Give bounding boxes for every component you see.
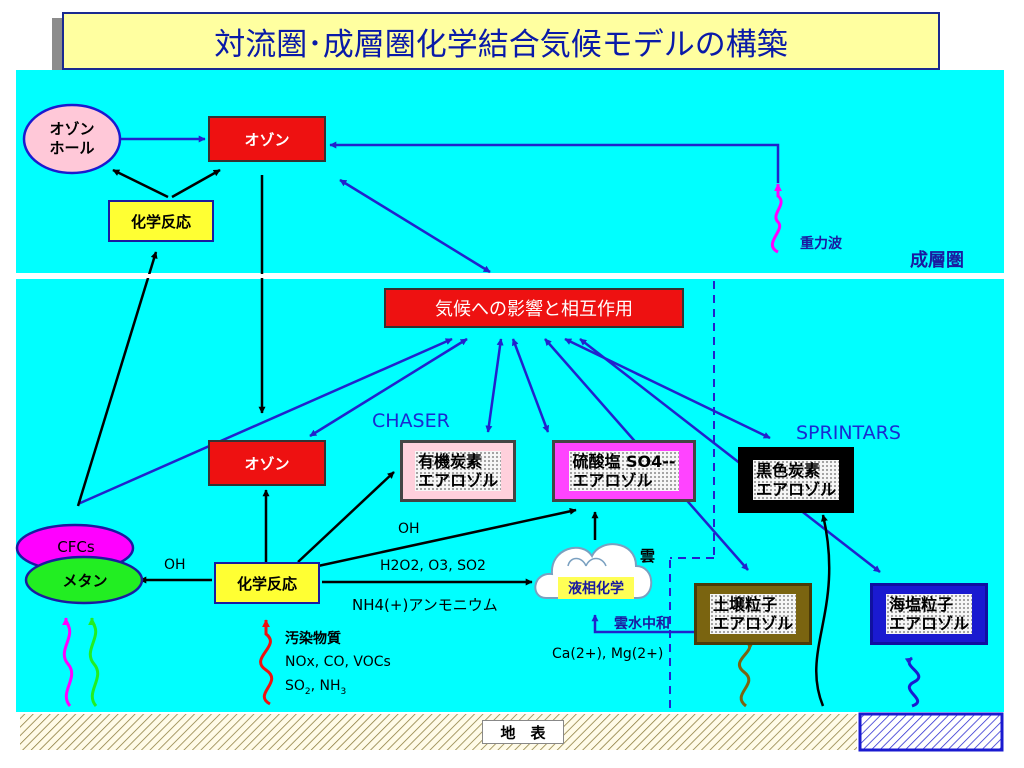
ozone-hole-shape: [22, 103, 122, 175]
ammonium-label: NH4(+)アンモニウム: [352, 596, 498, 614]
ground-label: 地 表: [482, 720, 564, 744]
gravity-wave-arrow: [770, 183, 783, 254]
black-arrows: [76, 168, 831, 707]
sulfate-text: 硫酸塩 SO4--エアロゾル: [569, 451, 679, 491]
ozone-hole-label: オゾン ホール: [28, 110, 116, 168]
cloud-neutralization-label: 雲水中和: [614, 616, 670, 632]
h2o2-label: H2O2, O3, SO2: [380, 558, 486, 574]
chaser-label: CHASER: [372, 410, 450, 432]
stratosphere-region: [16, 70, 1004, 273]
methane-label: メタン: [62, 571, 108, 590]
pollutants-line1: NOx, CO, VOCs: [285, 654, 391, 670]
ocean-surface: [858, 712, 1004, 752]
stratosphere-label: 成層圏: [910, 250, 964, 271]
cfc-emission-arrow: [62, 617, 74, 707]
soil-emission-arrow: [737, 640, 755, 708]
ozone-troposphere: オゾン: [208, 440, 326, 486]
methane-shape: [24, 555, 144, 605]
ground-surface: [20, 714, 857, 750]
oh-label-upper: OH: [398, 521, 420, 537]
page-title: 対流圏･成層圏化学結合気候モデルの構築: [62, 12, 940, 70]
organic-carbon-text: 有機炭素エアロゾル: [414, 451, 501, 491]
ca-mg-label: Ca(2+), Mg(2+): [552, 646, 664, 662]
gravity-wave-label: 重力波: [800, 236, 842, 252]
cloud-label: 雲: [640, 547, 656, 565]
soil-particle-text: 土壌粒子エアロゾル: [709, 594, 796, 634]
methane-emission-arrow: [88, 617, 100, 707]
ozone-hole-text-line1: オゾン: [49, 120, 95, 138]
ozone-stratosphere: オゾン: [208, 116, 326, 162]
aqueous-chemistry: 液相化学: [558, 577, 634, 599]
ozone-hole-text-line2: ホール: [49, 139, 95, 157]
seasalt-emission-arrow: [904, 656, 921, 708]
black-carbon-aerosol: 黒色炭素エアロゾル: [738, 447, 854, 513]
sea-salt-text: 海塩粒子エアロゾル: [885, 594, 972, 634]
pollutants-line2: SO2, NH3: [285, 678, 347, 697]
organic-carbon-aerosol: 有機炭素エアロゾル: [400, 440, 516, 502]
black-carbon-text: 黒色炭素エアロゾル: [752, 460, 839, 500]
pollutant-emission-arrow: [259, 619, 274, 706]
climate-impact: 気候への影響と相互作用: [384, 288, 684, 328]
sea-salt-aerosol: 海塩粒子エアロゾル: [870, 583, 988, 645]
chem-reaction-troposphere: 化学反応: [214, 562, 320, 604]
cfcs-label: CFCs: [57, 538, 95, 556]
oh-label-left: OH: [164, 557, 186, 573]
pollutants-title: 汚染物質: [285, 631, 341, 647]
soil-particle-aerosol: 土壌粒子エアロゾル: [694, 583, 812, 645]
sprintars-label: SPRINTARS: [796, 422, 901, 444]
chem-reaction-stratosphere: 化学反応: [108, 200, 214, 242]
sulfate-aerosol: 硫酸塩 SO4--エアロゾル: [552, 440, 696, 502]
